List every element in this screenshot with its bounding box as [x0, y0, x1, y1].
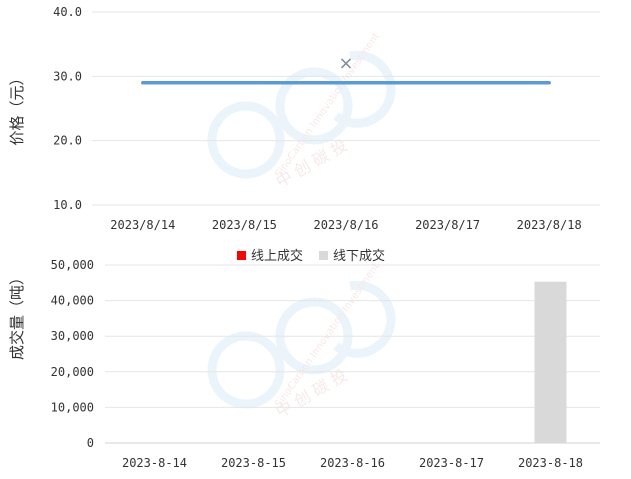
y-tick-label: 40,000 [51, 294, 94, 308]
price-chart: 10.0 20.0 30.0 40.0 2023/8/14 2023/8/15 2023/8… [8, 5, 600, 232]
legend-label: 线下成交 [333, 248, 385, 264]
watermark-ring [207, 331, 285, 409]
x-tick-label: 2023/8/16 [313, 218, 378, 232]
x-tick-label: 2023-8-18 [518, 456, 583, 470]
x-tick-label: 2023/8/18 [517, 218, 582, 232]
watermark-ring [207, 101, 285, 179]
x-tick-label: 2023/8/14 [110, 218, 175, 232]
y-tick-label: 30.0 [53, 69, 82, 83]
y-tick-label: 10.0 [53, 198, 82, 212]
volume-chart: 0 10,000 20,000 30,000 40,000 50,000 2023-8-14… [8, 248, 600, 470]
x-tick-label: 2023/8/15 [212, 218, 277, 232]
y-tick-label: 40.0 [53, 5, 82, 19]
y-tick-label: 20,000 [51, 365, 94, 379]
y-tick-label: 50,000 [51, 258, 94, 272]
x-marker-stroke [340, 58, 352, 69]
y-tick-label: 20.0 [53, 134, 82, 148]
y-tick-label: 0 [87, 436, 94, 450]
x-tick-label: 2023-8-14 [122, 456, 187, 470]
x-tick-label: 2023-8-16 [320, 456, 385, 470]
y-axis-label: 成交量（吨） [8, 270, 26, 360]
y-tick-label: 10,000 [51, 400, 94, 414]
x-tick-label: 2023/8/17 [415, 218, 480, 232]
x-tick-label: 2023-8-15 [221, 456, 286, 470]
watermark-ring [333, 50, 396, 128]
legend-swatch [319, 251, 328, 260]
legend: 线上成交 线下成交 [237, 248, 385, 264]
y-tick-label: 30,000 [51, 329, 94, 343]
legend-label: 线上成交 [251, 248, 303, 264]
watermark-ring [333, 280, 396, 358]
legend-swatch [237, 251, 246, 260]
watermark-ring [275, 67, 353, 145]
x-marker [340, 58, 352, 69]
x-tick-label: 2023-8-17 [419, 456, 484, 470]
bar [534, 281, 567, 443]
y-axis-label: 价格（元） [8, 70, 26, 145]
